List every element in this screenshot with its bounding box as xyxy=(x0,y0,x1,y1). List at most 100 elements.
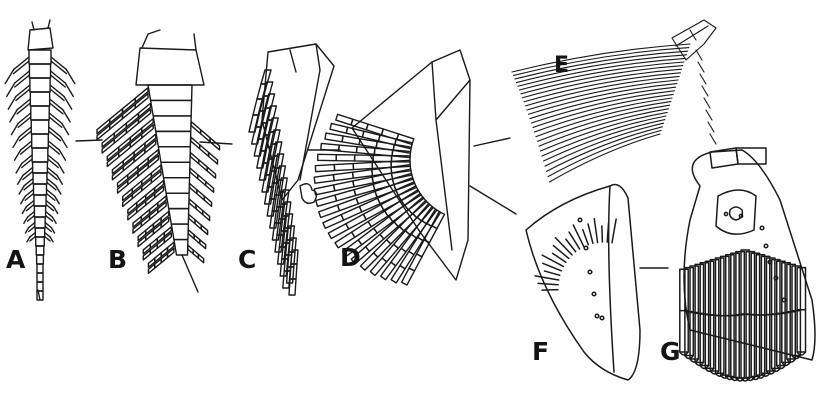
ray-right xyxy=(66,70,74,84)
ray-left xyxy=(16,164,22,173)
axis-segment xyxy=(35,217,45,228)
axis-segment xyxy=(153,116,191,131)
specimen-a-axis xyxy=(29,50,51,300)
ray-joint-right xyxy=(198,175,206,186)
ray-joint xyxy=(315,165,334,172)
specimen-d xyxy=(314,50,470,285)
ray-joint-right xyxy=(195,220,201,229)
pore xyxy=(600,316,604,320)
ray-joint xyxy=(330,123,348,133)
axis-segment xyxy=(158,147,190,162)
ray-right xyxy=(55,196,60,204)
ray-joint xyxy=(319,205,340,217)
ray-joint xyxy=(316,195,337,206)
axis-segment xyxy=(33,162,48,173)
label-a: A xyxy=(6,245,26,274)
ray-base-tick xyxy=(702,86,708,96)
ray-base-tick xyxy=(696,50,702,60)
ray-joint xyxy=(356,191,377,203)
ray-left xyxy=(25,227,28,233)
ray-right xyxy=(63,110,70,122)
ray-left xyxy=(22,155,32,164)
ray-joint xyxy=(372,161,391,168)
pore xyxy=(588,270,592,274)
radial-slot xyxy=(553,246,568,259)
ray-right xyxy=(64,96,72,109)
radial-slot xyxy=(538,283,558,284)
axis-segment xyxy=(30,92,49,106)
ray-right xyxy=(48,159,58,168)
ray-right xyxy=(61,137,67,148)
ray-joint xyxy=(361,253,378,270)
radial-slot xyxy=(612,219,616,243)
ray-base-tick xyxy=(710,134,716,144)
ray-left xyxy=(15,150,21,160)
ray-left xyxy=(22,207,26,214)
ray-right xyxy=(57,175,62,184)
ray-joint-right xyxy=(191,137,200,149)
ray-joint-right xyxy=(203,211,210,221)
ray-joint-right xyxy=(197,190,204,200)
ray-right xyxy=(65,83,73,96)
axis-segment xyxy=(32,134,49,148)
ray-joint xyxy=(333,172,353,180)
specimen-b-basal-piece xyxy=(136,48,204,85)
axis-segment xyxy=(36,246,44,255)
ray-joint xyxy=(314,175,334,183)
pore xyxy=(595,314,599,318)
ray-left xyxy=(24,179,33,186)
ray-right xyxy=(56,186,61,194)
ray-right xyxy=(45,233,50,237)
ray-joint-right xyxy=(189,199,196,209)
ray-joint-right xyxy=(190,153,198,164)
specimen-f-slots xyxy=(535,219,616,290)
ray-joint xyxy=(366,234,384,251)
radial-slot xyxy=(594,219,597,243)
ray-joint-right xyxy=(200,145,209,157)
axis-segment xyxy=(37,273,43,282)
ray-joint-right xyxy=(193,250,198,259)
ray-right xyxy=(62,123,69,134)
specimen-a-basal-piece xyxy=(28,28,53,50)
label-e: E xyxy=(554,53,569,78)
ray-joint-right xyxy=(196,205,203,215)
ray-left xyxy=(19,186,24,194)
ray-joint xyxy=(353,162,372,169)
axis-segment xyxy=(37,264,43,273)
ray-base-tick xyxy=(704,98,710,108)
ray-right xyxy=(51,227,54,233)
ray-left xyxy=(24,217,28,223)
ray-right xyxy=(52,217,56,223)
ray-joint-right xyxy=(207,167,215,178)
radial-slot xyxy=(588,224,593,243)
axis-segment xyxy=(169,209,189,224)
axis-segment xyxy=(35,228,44,237)
ray-left xyxy=(30,237,35,241)
radial-slot xyxy=(573,225,584,247)
axis-segment xyxy=(166,193,189,208)
axis-segment xyxy=(34,184,47,195)
ray-right xyxy=(58,164,64,173)
radial-slot xyxy=(602,226,603,242)
ray-joint-right xyxy=(201,225,207,234)
ray-joint xyxy=(336,155,355,161)
label-c: C xyxy=(238,245,256,274)
pore xyxy=(764,244,768,248)
ray-joint-right xyxy=(188,230,194,239)
radial-slot xyxy=(535,276,559,280)
specimen-g xyxy=(680,148,815,381)
axis-segment xyxy=(30,78,50,92)
label-f: F xyxy=(532,337,549,366)
connector-b-c xyxy=(200,142,232,144)
connector-d-e xyxy=(474,138,510,146)
ray-right xyxy=(54,207,58,214)
pore xyxy=(592,292,596,296)
axis-segment xyxy=(151,100,192,115)
ray-left xyxy=(13,137,19,148)
ray-left xyxy=(23,168,33,176)
ray-joint xyxy=(318,154,337,160)
ray-joint-right xyxy=(200,240,206,249)
axis-tip xyxy=(182,255,198,292)
ray-joint xyxy=(358,228,377,244)
